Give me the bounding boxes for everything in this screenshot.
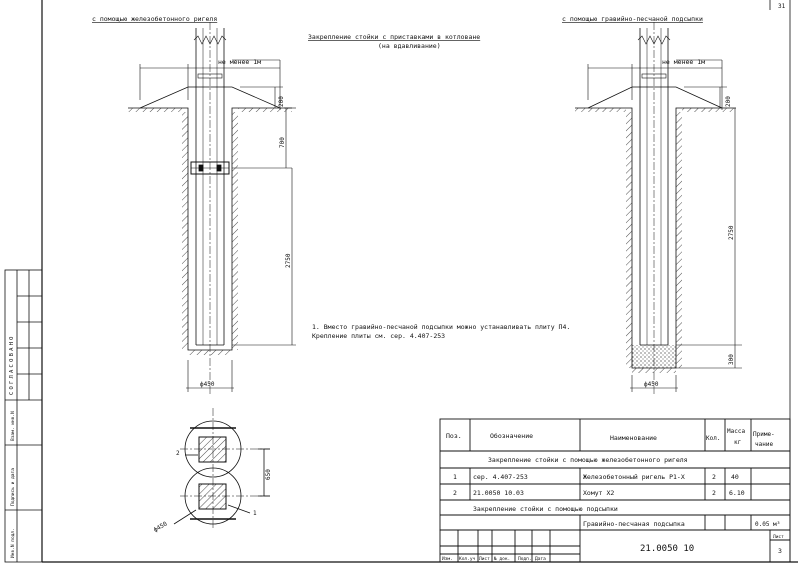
- note-line2: Крепление плиты см. сер. 4.407-253: [312, 332, 445, 340]
- left-dimensions: [139, 59, 296, 392]
- left-dim-200: 200: [278, 96, 285, 107]
- left-dim-2750: 2750: [285, 253, 292, 268]
- th-name: Наименование: [610, 434, 657, 442]
- right-dim-2750: 2750: [728, 225, 735, 240]
- left-dim-min: не менее 1м: [218, 58, 261, 66]
- sheet-number: 3: [778, 547, 782, 555]
- stamp-podp: Подпись и дата: [10, 468, 16, 506]
- right-dim-200: 200: [725, 96, 732, 107]
- page-number: 31: [778, 3, 786, 10]
- plan-dim-dia: ф450: [153, 520, 169, 533]
- right-elevation: [575, 22, 736, 395]
- side-stamp: [4, 269, 43, 563]
- plan-dim-650: 650: [265, 469, 272, 480]
- th-qty: Кол.: [706, 435, 720, 442]
- tb-c5: Подп.: [518, 556, 532, 562]
- tb-c1: Изм.: [442, 556, 453, 562]
- plan-label-1: 1: [253, 510, 257, 517]
- stamp-inv: Инв.N подл.: [10, 528, 16, 558]
- plan-label-2: 2: [176, 450, 180, 457]
- section2-title: Закрепление стойки с помощью подсыпки: [473, 505, 618, 513]
- section1-title: Закрепление стойки с помощью железобетон…: [488, 456, 688, 464]
- th-note-l1: Приме-: [753, 431, 775, 438]
- row2-mass: 6.10: [729, 489, 745, 497]
- row1-pos: 1: [453, 473, 457, 481]
- th-designation: Обозначение: [490, 432, 533, 440]
- left-dim-dia: ф450: [200, 381, 215, 388]
- stamp-vzam: Взам. инв.N: [10, 411, 16, 441]
- title-block: [439, 529, 791, 563]
- tb-c4: № док.: [494, 556, 510, 562]
- tb-c2: Кол.уч: [459, 556, 476, 562]
- right-dimensions: [587, 59, 742, 392]
- right-dim-dia: ф450: [644, 381, 659, 388]
- row3-note: 0.05 м³: [755, 521, 780, 528]
- sheet-label: Лист: [773, 534, 784, 540]
- row1-name: Железобетонный ригель Р1-Х: [583, 473, 685, 481]
- plan-view: [173, 408, 270, 530]
- main-title-line2: (на вдавливание): [378, 42, 441, 50]
- row2-name: Хомут Х2: [583, 489, 614, 497]
- left-dim-700: 700: [279, 137, 286, 148]
- row1-designation: сер. 4.407-253: [473, 473, 528, 481]
- right-view-title: с помощью гравийно-песчаной подсыпки: [562, 15, 703, 23]
- row2-pos: 2: [453, 489, 457, 497]
- left-elevation: [128, 22, 292, 395]
- th-mass-l2: кг: [734, 439, 741, 446]
- row1-mass: 40: [731, 473, 739, 481]
- tb-c3: Лист: [479, 556, 490, 562]
- tb-c6: Дата: [535, 556, 546, 562]
- th-mass-l1: Масса: [727, 428, 745, 435]
- right-dim-min: не менее 1м: [662, 58, 705, 66]
- stamp-agreed: СОГЛАСОВАНО: [9, 334, 15, 395]
- doc-code: 21.0050 10: [640, 544, 694, 554]
- spec-table: [439, 418, 791, 531]
- right-dim-300: 300: [728, 354, 735, 365]
- th-note-l2: чание: [755, 441, 773, 448]
- note-line1: 1. Вместо гравийно-песчаной подсыпки мож…: [312, 323, 570, 331]
- row2-qty: 2: [712, 489, 716, 497]
- th-pos: Поз.: [446, 432, 462, 440]
- row3-name: Гравийно-песчаная подсыпка: [583, 520, 685, 528]
- row1-qty: 2: [712, 473, 716, 481]
- main-title-line1: Закрепление стойки с приставками в котло…: [308, 33, 480, 41]
- row2-designation: 21.0050 10.03: [473, 489, 524, 497]
- left-view-title: с помощью железобетонного ригеля: [92, 15, 217, 23]
